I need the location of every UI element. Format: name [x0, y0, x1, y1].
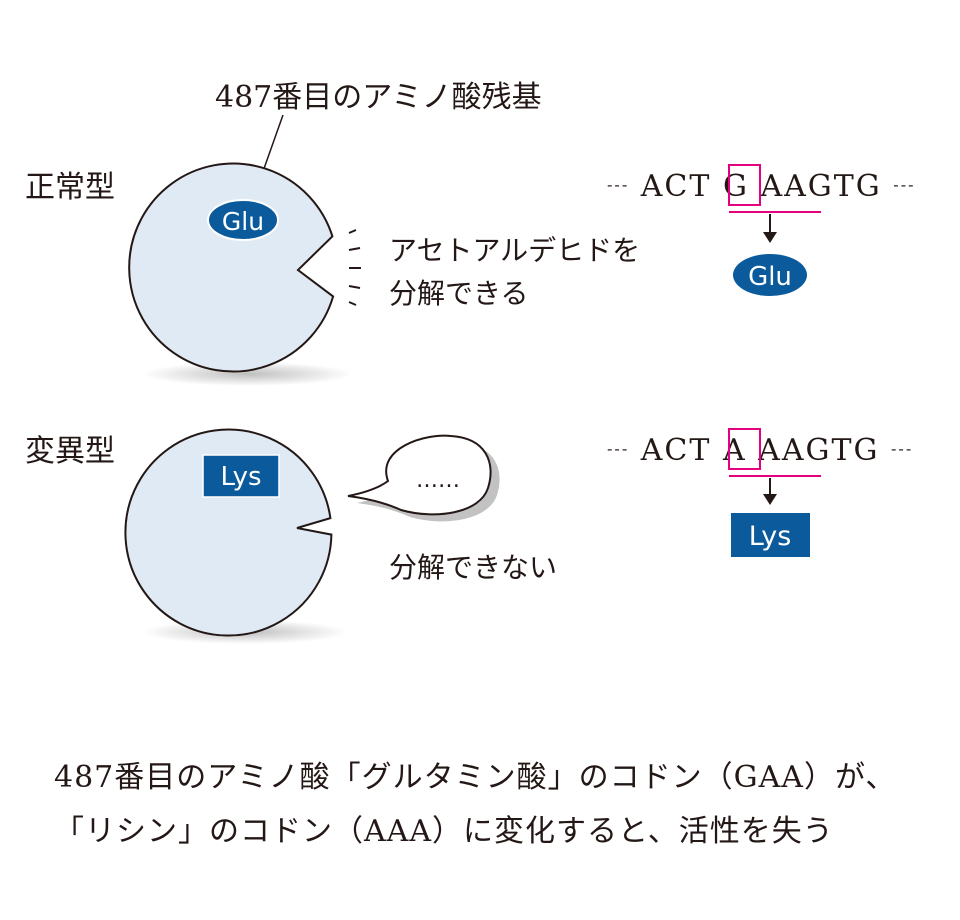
- normal-action-line2: 分解できる: [389, 277, 528, 310]
- mutant-seq-suffix: ---: [891, 439, 913, 458]
- mutant-seq-before: ACT: [640, 433, 712, 468]
- normal-seq-prefix: ---: [607, 175, 629, 194]
- normal-seq-suffix: ---: [893, 175, 915, 194]
- speech-bubble: [347, 434, 492, 516]
- mutant-type-label: 変異型: [25, 434, 115, 469]
- normal-result-glu: [733, 254, 807, 296]
- normal-seq-after: AAGTG: [759, 169, 881, 204]
- mutant-seq-after: AAGTG: [757, 433, 879, 468]
- normal-seq-mutation-base: G: [723, 169, 749, 204]
- normal-seq-before: ACT: [640, 169, 712, 204]
- mutant-dna-sequence: --- ACT A AAGTG ---: [607, 427, 913, 468]
- normal-type-label: 正常型: [25, 170, 115, 205]
- mutant-result-lys-label: Lys: [749, 521, 792, 552]
- mutant-seq-prefix: ---: [607, 439, 629, 458]
- mutant-action-text: 分解できない: [389, 551, 557, 584]
- normal-enzyme-shape: [128, 162, 335, 373]
- mutant-seq-mutation-base: A: [722, 433, 747, 468]
- normal-glu-residue: [207, 199, 279, 241]
- normal-dna-sequence: --- ACT G AAGTG ---: [607, 163, 916, 204]
- normal-enzyme-shadow: [143, 362, 353, 386]
- normal-action-line1: アセトアルデヒドを: [389, 234, 640, 267]
- mutant-mutation-highlight-box: [728, 428, 761, 470]
- caption-line-1: 487番目のアミノ酸「グルタミン酸」のコドン（GAA）が、: [54, 760, 897, 795]
- activity-dashes: [348, 229, 361, 306]
- mutant-arrow-head: [763, 494, 777, 505]
- mutant-enzyme-shape: [124, 428, 333, 637]
- caption-line-2: 「リシン」のコドン（AAA）に変化すると、活性を失う: [54, 814, 834, 849]
- normal-arrow-head: [763, 232, 777, 243]
- normal-glu-label: Glu: [222, 207, 264, 236]
- mutant-lys-label: Lys: [220, 462, 261, 492]
- normal-result-glu-label: Glu: [748, 262, 792, 292]
- speech-bubble-text: ……: [416, 468, 460, 493]
- residue-annotation-label: 487番目のアミノ酸残基: [215, 80, 542, 115]
- mutant-result-lys: [731, 513, 810, 557]
- mutant-lys-residue: [202, 454, 280, 498]
- normal-mutation-highlight-box: [728, 164, 761, 206]
